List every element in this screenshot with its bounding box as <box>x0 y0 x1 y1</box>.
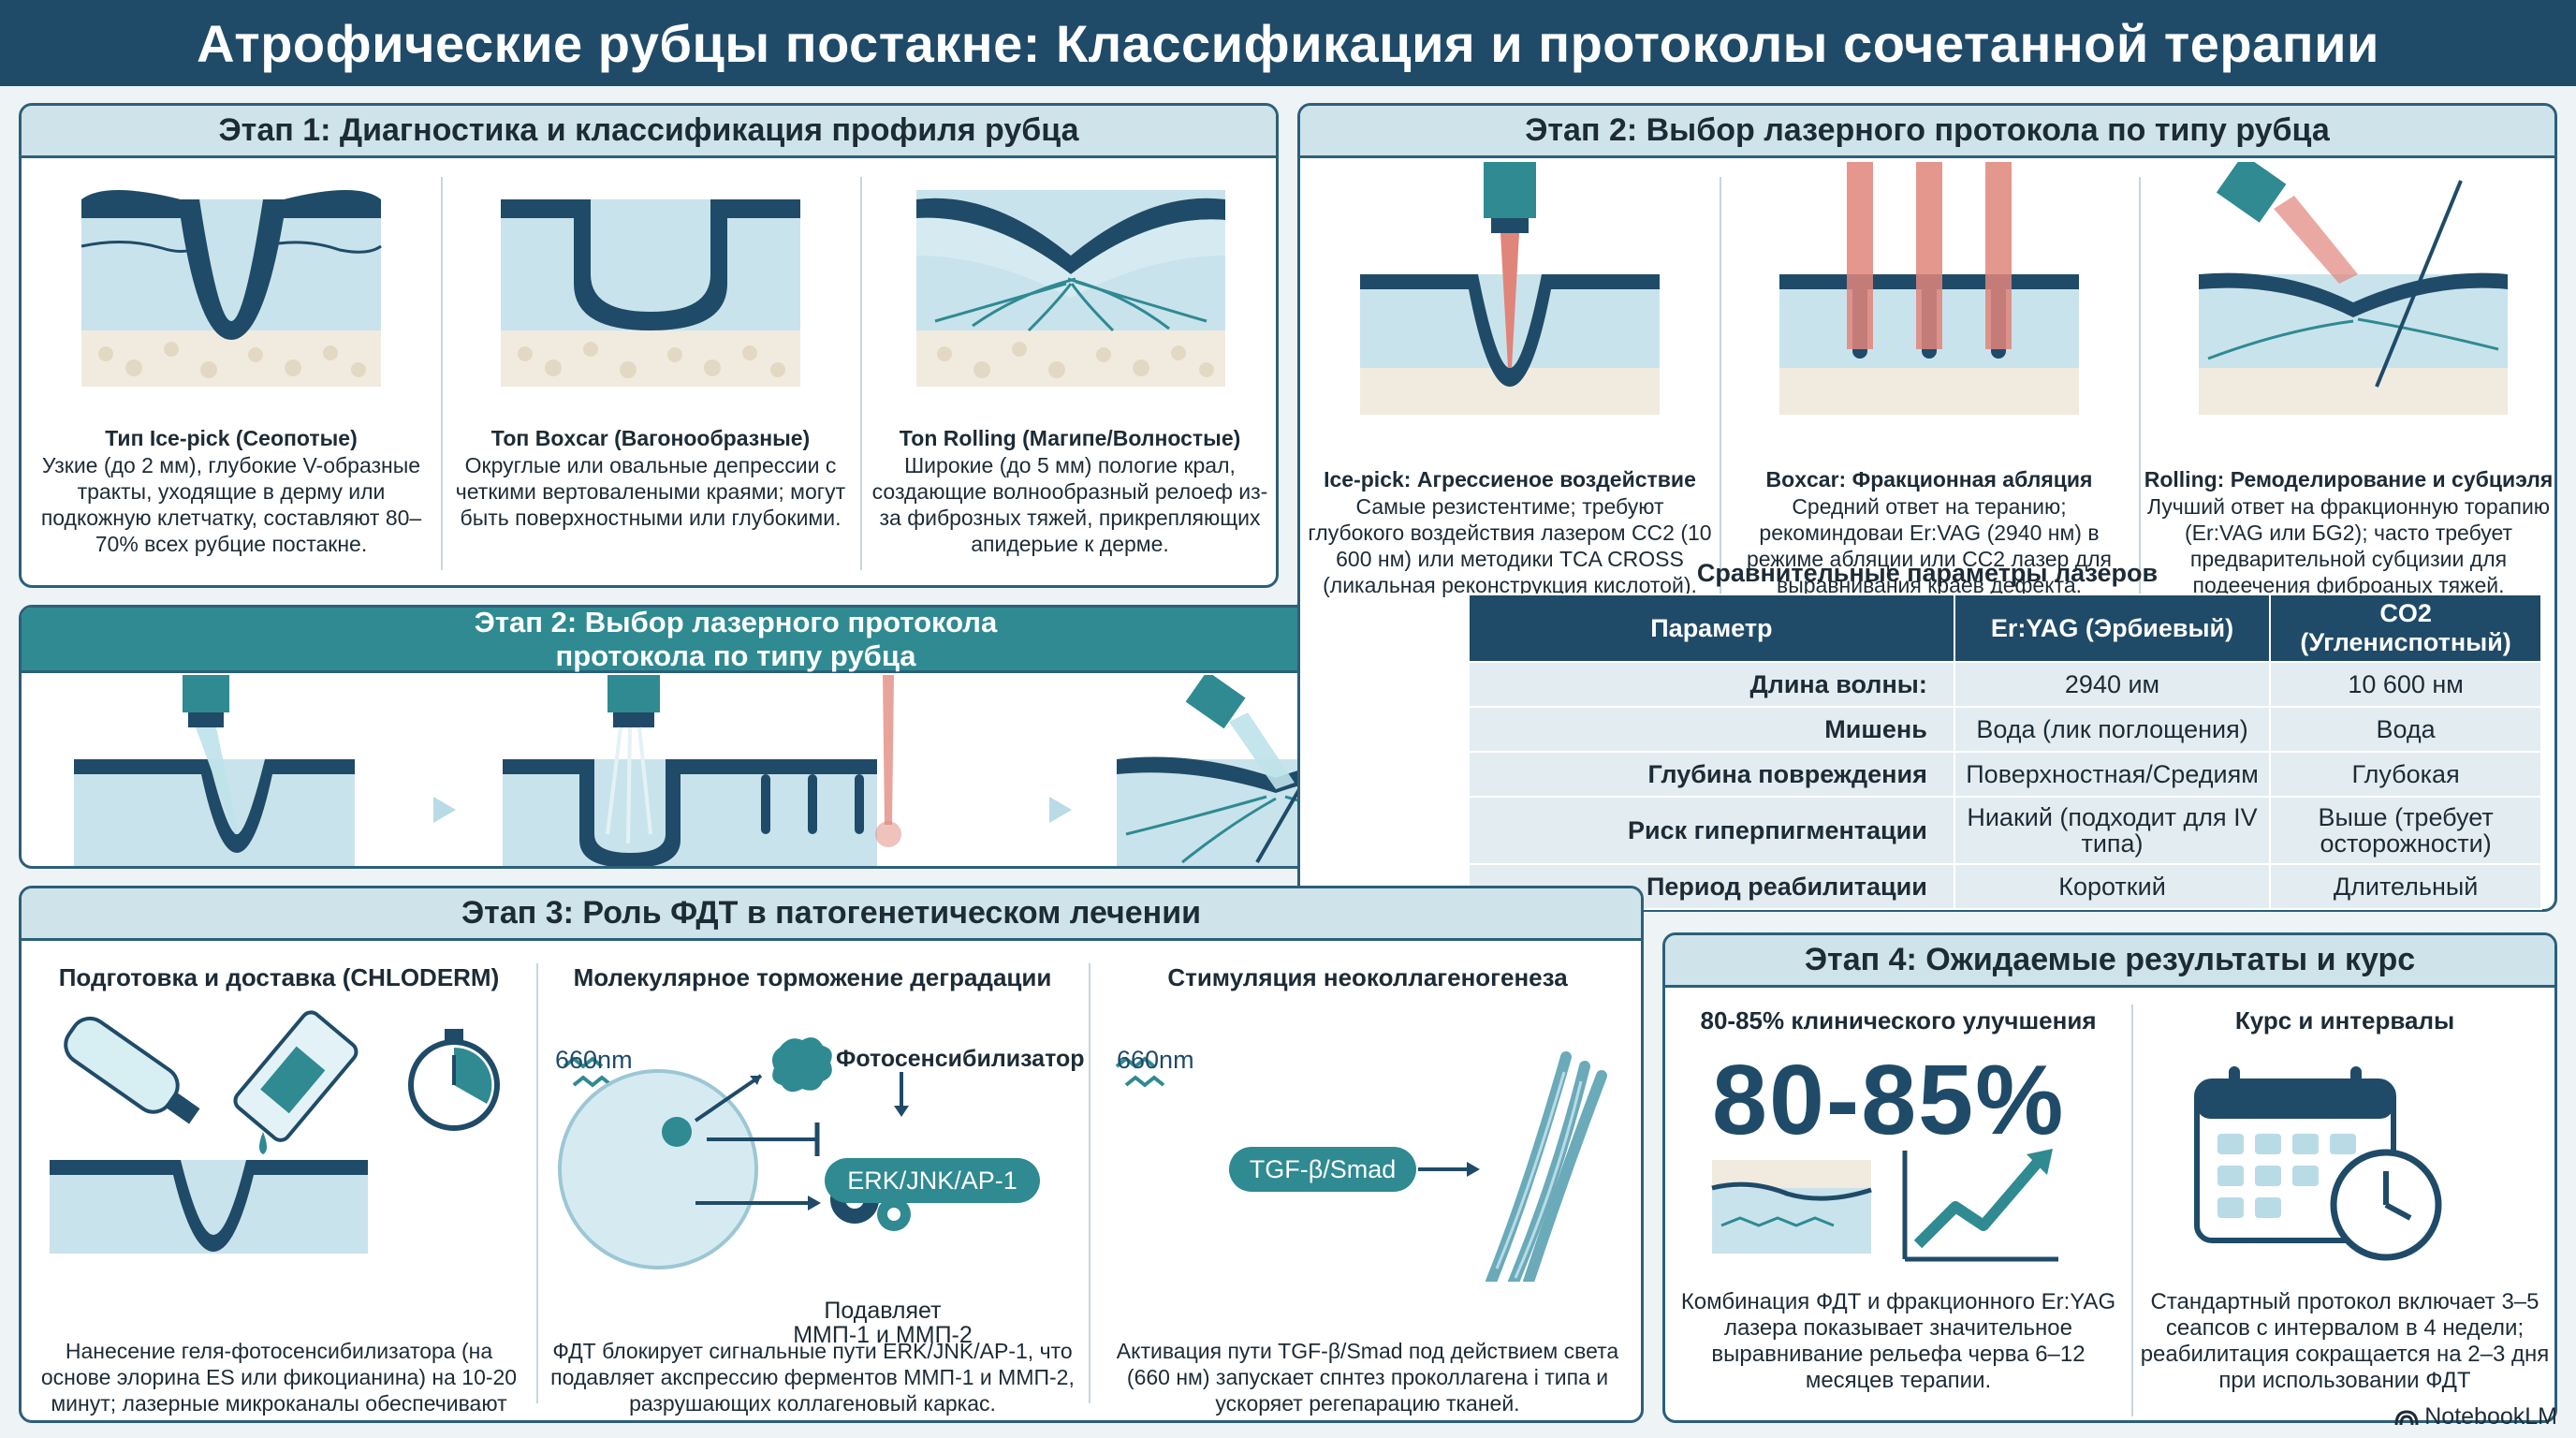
table-cell-co2: 10 600 нм <box>2269 661 2542 708</box>
stage3-collagen-text: Активация пути TGF-β/Smad под действием … <box>1116 1339 1619 1416</box>
stage2-boxcar: Boxcar: Фракционная абляция Средний отве… <box>1720 162 2139 909</box>
stage3-prep: Подготовка и доставка (CHLODERM) Нанесен… <box>22 945 536 1420</box>
table-row: Длина волны: 2940 им 10 600 нм <box>1468 661 2542 708</box>
stage4-course-text: Стандартный протокол включает 3–5 сеапсо… <box>2140 1289 2550 1393</box>
divider <box>860 177 862 570</box>
brand-label: NotebookLM <box>2424 1403 2557 1430</box>
table-row: Риск гиперпигментации Ниакий (подходит д… <box>1468 796 2542 865</box>
stage3-molecular-title: Молекулярное торможение деградации <box>573 963 1052 991</box>
divider <box>2131 1005 2133 1416</box>
collagen-illustration <box>1115 1051 1607 1282</box>
stage4-panel: Этап 4: Ожидаемые результаты и курс 80-8… <box>1662 932 2557 1423</box>
stage2-mini-heading-line2: протокола по типу рубца <box>555 638 916 672</box>
divider <box>2139 177 2141 645</box>
big-percentage: 80-85% <box>1712 1045 2066 1155</box>
boxcar-title: Топ Boxcar (Вагонообразные) <box>490 426 811 450</box>
stage3-prep-text: Нанесение геля-фотосенсибилизатора (на о… <box>32 1339 526 1420</box>
pill-erk: ERK/JNK/AP-1 <box>825 1158 1040 1203</box>
table-cell-co2: Длительный <box>2269 863 2542 910</box>
table-header-row: Параметр Er:YAG (Эрбиевый) CO2 (Угленисп… <box>1468 594 2542 663</box>
label-mmp: Подавляет ММП-1 и ММП-2 <box>793 1298 973 1348</box>
stage4-results: 80-85% клинического улучшения 80-85% Ком… <box>1665 991 2131 1420</box>
rolling-text: Широкие (до 5 мм) пологие крал, создающи… <box>871 453 1268 556</box>
stage3-molecular-text: ФДТ блокирует сигнальные пути ERK/JNK/AP… <box>550 1339 1075 1416</box>
stage3-heading: Этап 3: Роль ФДТ в патогенетическом лече… <box>22 888 1641 941</box>
table-cell-param: Длина волны: <box>1468 661 1955 708</box>
header-bar: Атрофические рубцы постакне: Классификац… <box>0 0 2576 86</box>
table-row: Мишень Вода (лик поглощения) Вода <box>1468 706 2542 753</box>
table-cell-er: Вода (лик поглощения) <box>1953 706 2272 753</box>
stage2-icepick-text: Самые резистентиме; требуют глубокого во… <box>1308 494 1712 597</box>
stage4-results-title: 80-85% клинического улучшения <box>1700 1006 2097 1034</box>
stage3-molecular: Молекулярное торможение деградации 660nm… <box>536 945 1089 1420</box>
stage3-prep-title: Подготовка и доставка (CHLODERM) <box>58 963 500 991</box>
stage1-rolling: Тоn Rolling (Магипе/Волностые) Широкие (… <box>860 162 1276 585</box>
results-illustration <box>1711 1149 2058 1262</box>
stage2-mini-panel: Этап 2: Выбор лазерного протокола проток… <box>19 605 1453 869</box>
stage2-boxcar-text: Средний ответ на теранию; рекоминдовaи E… <box>1746 494 2113 597</box>
stage4-course: Курс и интервалы Стандартный протокол вк… <box>2131 991 2554 1420</box>
stage1-heading: Этап 1: Диагностика и классификация проф… <box>22 106 1276 158</box>
rolling-scar-illustration <box>916 190 1225 387</box>
stage3-collagen-title: Стимуляция неоколлагеногенеза <box>1167 963 1568 991</box>
page-title: Атрофические рубцы постакне: Классификац… <box>197 13 2379 73</box>
table-cell-param: Риск гиперпигментации <box>1468 796 1955 865</box>
table-row: Глубина повреждения Поверхностная/Средия… <box>1468 751 2542 798</box>
calendar-clock-icon <box>2194 1066 2442 1261</box>
stage4-results-text: Комбинация ФДТ и фракционного Er:YAG лаз… <box>1680 1289 2116 1393</box>
laser-comparison-table: Параметр Er:YAG (Эрбиевый) CO2 (Угленисп… <box>1468 594 2542 910</box>
table-cell-er: 2940 им <box>1953 661 2272 708</box>
table-cell-er: Короткий <box>1953 863 2272 910</box>
brand-badge: NotebookLM <box>2394 1403 2557 1431</box>
icepick-title: Тип Ice-pick (Сеопотые) <box>105 426 358 450</box>
table-cell-er: Ниакий (подходит для IV типа) <box>1953 796 2272 865</box>
stage2-icepick-title: Ice-pick: Агрессиеное воздействие <box>1324 467 1696 492</box>
gel-application-illustration <box>50 1010 500 1254</box>
notebook-logo-icon <box>2394 1409 2419 1425</box>
stage2-mini-heading: Этап 2: Выбор лазерного протокола проток… <box>22 608 1450 673</box>
icepick-text: Узкие (до 2 мм), глубокие V-образные тра… <box>40 453 422 556</box>
table-cell-er: Поверхностная/Средиям <box>1953 751 2272 798</box>
label-photosensitizer: Фотосенсибилизатор <box>836 1046 1085 1072</box>
stage2-rolling: Rolling: Ремоделирование и субциэля Лучш… <box>2139 162 2554 909</box>
table-header-cell: Er:YAG (Эрбиевый) <box>1953 594 2272 663</box>
stage1-boxcar: Топ Boxcar (Вагонообразные) Округлые или… <box>441 162 860 585</box>
stage2-mini-heading-line1: Этап 2: Выбор лазерного протокола <box>474 605 998 638</box>
laser-table-title: Сравнительные параметры лазеров <box>1696 559 2159 587</box>
table-cell-co2: Выше (требует осторожности) <box>2269 796 2542 865</box>
molecular-pathway-illustration <box>558 1037 911 1269</box>
stage3-collagen: Стимуляция неоколлагеногенеза 660nm TGF-… <box>1089 945 1641 1420</box>
table-cell-co2: Вода <box>2269 706 2542 753</box>
boxcar-scar-illustration <box>501 199 800 387</box>
stage4-course-title: Курс и интервалы <box>2234 1006 2455 1034</box>
divider <box>1089 963 1090 1403</box>
label-660nm-a: 660nm <box>555 1046 633 1074</box>
stage2-rolling-text: Лучший ответ на фракционную торапию (Er:… <box>2146 494 2551 597</box>
stage4-heading: Этап 4: Ожидаемые результаты и курс <box>1665 935 2554 988</box>
laser-protocol-illustrations <box>1360 162 2508 415</box>
table-cell-param: Мишень <box>1468 706 1955 753</box>
divider <box>441 177 443 570</box>
pill-tgf: TGF-β/Smad <box>1229 1147 1416 1192</box>
table-header-cell: Параметр <box>1468 594 1955 663</box>
icepick-scar-illustration <box>80 190 382 387</box>
stage2-boxcar-title: Boxcar: Фракционная абляция <box>1765 467 2093 492</box>
table-header-cell: CO2 (Углениспотный) <box>2269 594 2542 663</box>
divider <box>536 963 538 1403</box>
stage2-icepick: Ice-pick: Агрессиеное воздействие Самые … <box>1300 162 1720 909</box>
boxcar-text: Округлые или овальные депрессии с четким… <box>455 453 846 530</box>
stage3-panel: Этап 3: Роль ФДТ в патогенетическом лече… <box>19 886 1644 1423</box>
stage1-icepick: Тип Ice-pick (Сеопотые) Узкие (до 2 мм),… <box>22 162 441 585</box>
stage2-heading: Этап 2: Выбор лазерного протокола по тип… <box>1300 106 2554 158</box>
divider <box>1720 177 1721 645</box>
stage1-panel: Этап 1: Диагностика и классификация проф… <box>19 103 1279 588</box>
table-cell-param: Глубина повреждения <box>1468 751 1955 798</box>
stage2-rolling-title: Rolling: Ремоделирование и субциэля <box>2144 467 2554 492</box>
rolling-title: Тоn Rolling (Магипе/Волностые) <box>899 426 1241 450</box>
table-cell-co2: Глубокая <box>2269 751 2542 798</box>
laser-sequence-illustration <box>74 675 1435 866</box>
label-660nm-b: 660nm <box>1117 1046 1194 1074</box>
